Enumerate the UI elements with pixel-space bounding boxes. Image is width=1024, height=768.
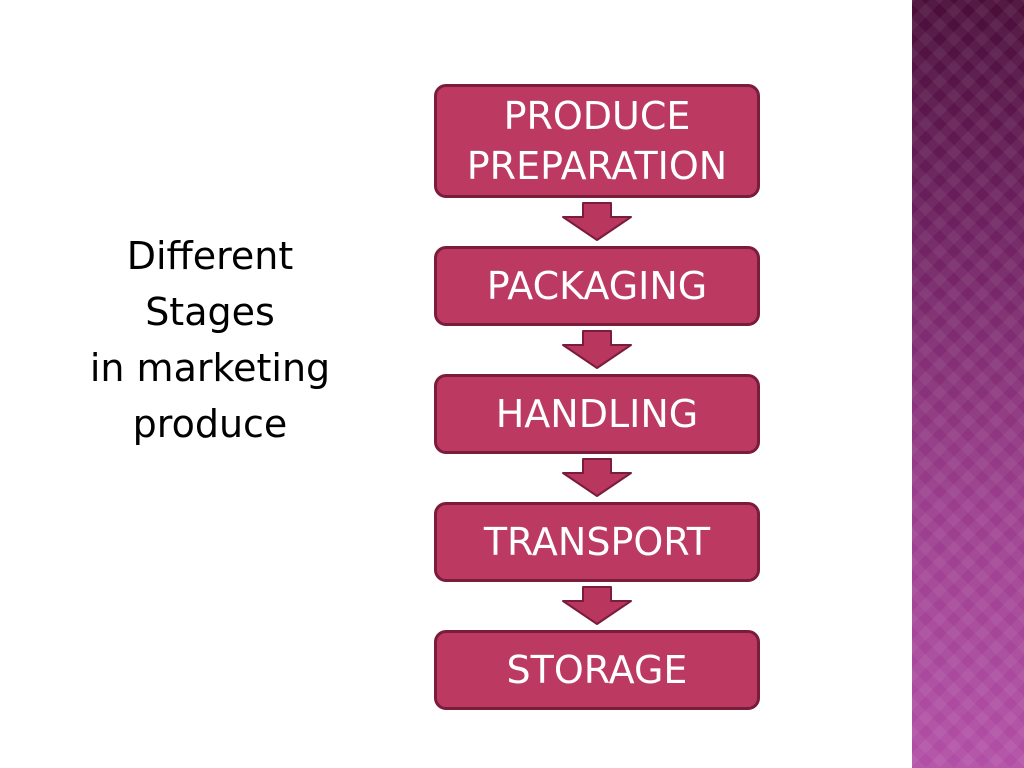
slide-title-line-4: produce (132, 402, 288, 446)
slide-title-line-3: in marketing (89, 346, 331, 390)
stage-label: TRANSPORT (483, 520, 711, 564)
stage-label-line: PREPARATION (466, 144, 728, 188)
slide-title-line-1: Different (126, 234, 294, 278)
stage-produce-preparation: PRODUCE PREPARATION (434, 84, 760, 198)
stage-label: HANDLING (495, 392, 699, 436)
flowchart: PRODUCE PREPARATION PACKAGING HANDLING T… (434, 84, 760, 710)
slide-title: Different Stages in marketing produce (60, 228, 360, 452)
down-arrow-icon (562, 202, 632, 241)
stage-label: PACKAGING (486, 264, 708, 308)
stage-handling: HANDLING (434, 374, 760, 454)
stage-storage: STORAGE (434, 630, 760, 710)
slide-title-line-2: Stages (145, 290, 275, 334)
stage-label-line: PRODUCE (503, 94, 691, 138)
decorative-side-band (912, 0, 1024, 768)
down-arrow-icon (562, 330, 632, 369)
down-arrow-icon (562, 586, 632, 625)
stage-packaging: PACKAGING (434, 246, 760, 326)
down-arrow-icon (562, 458, 632, 497)
stage-transport: TRANSPORT (434, 502, 760, 582)
stage-label: STORAGE (506, 648, 688, 692)
